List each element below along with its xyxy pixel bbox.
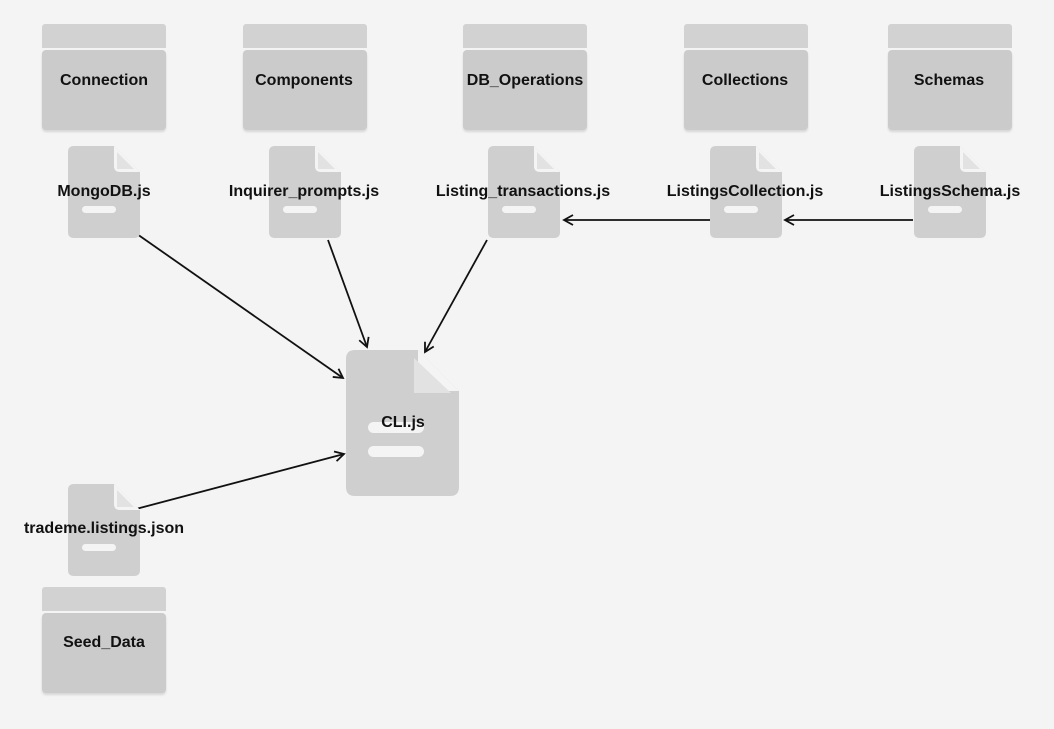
folder-tab — [243, 24, 367, 48]
folder-label-seed-data: Seed_Data — [63, 634, 145, 651]
file-icon-listings-collection[interactable] — [710, 146, 782, 238]
folder-tab — [684, 24, 808, 48]
folder-label-schemas: Schemas — [913, 72, 985, 89]
folder-connection[interactable] — [42, 24, 166, 130]
file-label-mongodb: MongoDB.js — [57, 183, 151, 200]
folder-label-connection: Connection — [60, 72, 148, 89]
arrow-seed-to-cli — [135, 450, 346, 510]
folder-body — [684, 50, 808, 130]
file-label-listings-schema: ListingsSchema.js — [879, 183, 1021, 200]
file-label-trademe-listings: trademe.listings.json — [23, 520, 185, 537]
file-icon-cli[interactable] — [346, 350, 459, 496]
folder-body — [463, 50, 587, 130]
file-icon-listings-schema[interactable] — [914, 146, 986, 238]
folder-label-collections: Collections — [701, 72, 789, 89]
folder-label-db-operations: DB_Operations — [466, 72, 584, 89]
file-icon-mongodb[interactable] — [68, 146, 140, 238]
folder-schemas[interactable] — [888, 24, 1012, 130]
folder-body — [42, 613, 166, 693]
folder-components[interactable] — [243, 24, 367, 130]
folder-body — [42, 50, 166, 130]
arrow-transactions-to-cli — [424, 239, 488, 354]
folder-tab — [42, 587, 166, 611]
folder-collections[interactable] — [684, 24, 808, 130]
file-label-listing-transactions: Listing_transactions.js — [435, 183, 611, 200]
folder-body — [888, 50, 1012, 130]
folder-label-components: Components — [255, 72, 353, 89]
arrow-inquirer-to-cli — [327, 239, 370, 349]
file-icon-inquirer-prompts[interactable] — [269, 146, 341, 238]
folder-seed-data[interactable] — [42, 587, 166, 693]
folder-tab — [42, 24, 166, 48]
file-label-inquirer-prompts: Inquirer_prompts.js — [228, 183, 380, 200]
folder-tab — [463, 24, 587, 48]
folder-tab — [888, 24, 1012, 48]
file-label-listings-collection: ListingsCollection.js — [666, 183, 824, 200]
file-icon-listing-transactions[interactable] — [488, 146, 560, 238]
file-label-cli: CLI.js — [381, 414, 425, 431]
folder-db-operations[interactable] — [463, 24, 587, 130]
file-icon-trademe-listings[interactable] — [68, 484, 140, 576]
folder-body — [243, 50, 367, 130]
arrow-mongodb-to-cli — [136, 233, 345, 380]
